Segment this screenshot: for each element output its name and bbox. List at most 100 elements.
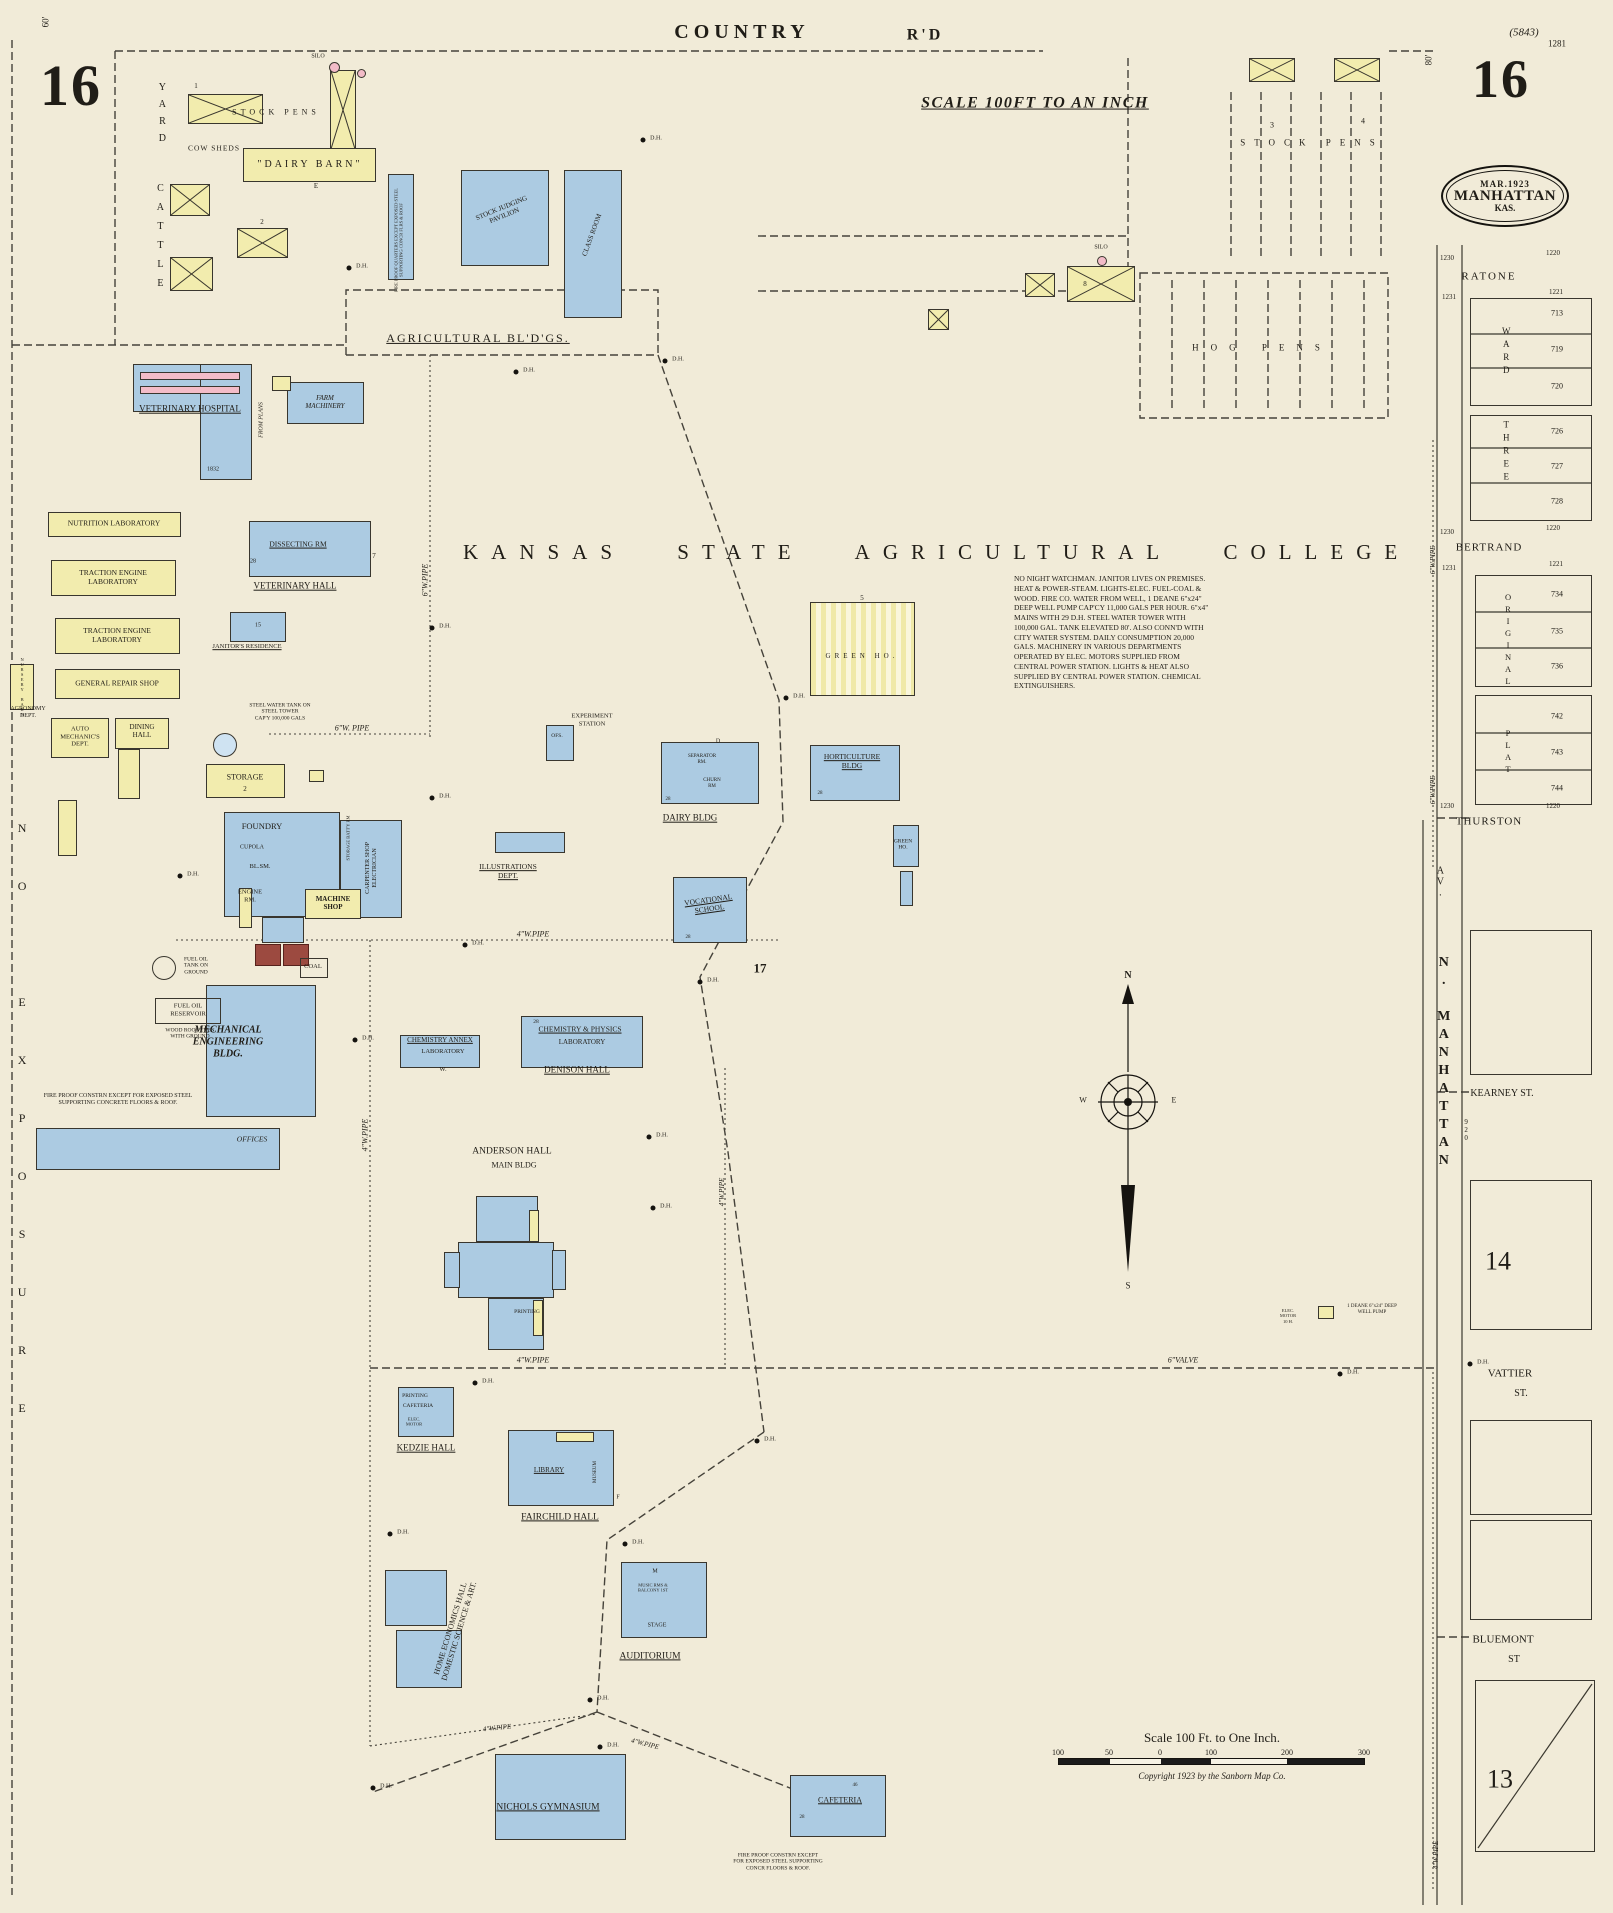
anderson-strip-2 (533, 1300, 543, 1336)
pipe-6w: 6"W. PIPE (334, 723, 370, 733)
farm-machinery-label: FARM MACHINERY (305, 393, 345, 410)
dh-label: D.H. (362, 1035, 374, 1042)
hog-silo (1097, 256, 1107, 266)
shed-2 (170, 184, 210, 216)
carpenter-shop-label: CARPENTER SHOP ELECTRICIAN (364, 842, 378, 894)
storage-battery: STORAGE BATT'Y RM (345, 815, 351, 861)
map-label: SEPARATOR RM. (687, 754, 717, 765)
cross-brace-icon (1068, 267, 1134, 301)
agri-fireproof-note: FIRE PROOF QUARTERS EXCEPT EXPOSED STEEL… (393, 187, 404, 293)
college-title: KANSAS STATE AGRICULTURAL COLLEGE (463, 540, 1411, 564)
map-label: 28 (665, 797, 671, 803)
map-label: 28 (799, 1815, 805, 1821)
farm-machinery (287, 382, 364, 424)
map-label: 4"W.PIPE (1431, 1840, 1440, 1870)
map-label: 28 (685, 935, 691, 941)
plate-number: (5843) (1509, 26, 1539, 39)
no-exposure: NO EXPOSURE (15, 821, 30, 1459)
general-repair-shop-label: GENERAL REPAIR SHOP (75, 678, 159, 688)
dh-label: D.H. (397, 1529, 409, 1536)
street-vattier: VATTIER (1487, 1367, 1533, 1380)
stock-pens-left: STOCK PENS (232, 107, 320, 117)
map-label: CAFETERIA (402, 1402, 434, 1409)
library-label: LIBRARY (533, 1465, 565, 1474)
map-label: 1 (194, 81, 198, 90)
dh-label: D.H. (439, 623, 451, 630)
chemistry-physics-lab (521, 1016, 643, 1068)
hydrant-dot (587, 1697, 593, 1703)
scale-segment (1059, 1759, 1110, 1764)
dim-60: 60' (40, 16, 51, 28)
dairy-bldg (661, 742, 759, 804)
scale-tick: 50 (1105, 1748, 1113, 1757)
dairy-bldg-label: DAIRY BLDG (662, 812, 718, 823)
cafeteria-note: FIRE PROOF CONSTRN EXCEPT FOR EXPOSED ST… (733, 1852, 823, 1872)
museum-label: MUSEUM (593, 1461, 599, 1483)
dh-label: D.H. (660, 1203, 672, 1210)
horticulture-bldg (810, 745, 900, 801)
map-label: ST (1508, 1654, 1520, 1666)
dining-hall-annex (118, 749, 140, 799)
street-bluemont: BLUEMONT (1472, 1633, 1534, 1646)
agri-class-room (564, 170, 622, 318)
hydrant-dot (472, 1380, 478, 1386)
green-ho-2 (900, 871, 913, 906)
horticulture-label: HORTICULTURE BLDG (823, 752, 881, 770)
hog-shed-2 (928, 309, 949, 330)
cross-brace-icon (1335, 59, 1379, 81)
offices-row (36, 1128, 280, 1170)
hydrant-dot (640, 137, 646, 143)
hydrant-dot (513, 369, 519, 375)
plat-label-2: PLAT (1503, 728, 1514, 776)
avenue-name: N. MANHATTAN (1436, 955, 1452, 1171)
water-tank (213, 733, 237, 757)
map-label: F (616, 1494, 620, 1501)
experiment-station-label: EXPERIMENT STATION (571, 712, 613, 727)
home-economics-s (396, 1630, 462, 1688)
hydrant-dot (646, 1134, 652, 1140)
chemistry-physics-label: CHEMISTRY & PHYSICS (538, 1024, 622, 1034)
dh-label: D.H. (187, 871, 199, 878)
silo-label: SILO (311, 53, 325, 60)
dh-label: D.H. (650, 135, 662, 142)
fuel-oil-reservoir: FUEL OIL RESERVOIR (170, 1002, 206, 1017)
hog-pens: HOG PENS (1192, 342, 1332, 353)
shed-3 (237, 228, 288, 258)
compass-rose (1098, 984, 1158, 1272)
cross-brace-icon (238, 229, 287, 257)
map-label: 4"W.PIPE (360, 1118, 370, 1152)
map-label: 6"W.PIPE (1428, 545, 1437, 575)
scale-tick: 300 (1358, 1748, 1370, 1757)
scale-segment (1109, 1759, 1161, 1764)
compass-w: W (1079, 1095, 1087, 1105)
anderson-center (458, 1242, 554, 1298)
well-pump-note: 1 DEANE 6"x24" DEEP WELL PUMP (1347, 1304, 1397, 1315)
cross-brace-icon (1250, 59, 1294, 81)
map-label: 1221 (1549, 559, 1563, 568)
dh-label: D.H. (380, 1783, 392, 1790)
sheet-number-right: 16 (1472, 49, 1530, 109)
map-label: 713 (1551, 308, 1563, 318)
hydrant-dot (697, 979, 703, 985)
auto-mechanics-label: AUTO MECHANIC'S DEPT. (60, 725, 100, 748)
transformer-2 (283, 944, 309, 966)
traction-lab-label-2: TRACTION ENGINE LABORATORY (83, 626, 151, 644)
hydrant-dot (1467, 1361, 1473, 1367)
illustrations-dept (495, 832, 565, 853)
street-thurston: THURSTON (1455, 815, 1523, 828)
hydrant-dot (429, 625, 435, 631)
nutrition-laboratory (48, 512, 181, 537)
hog-shed-1 (1025, 273, 1055, 297)
dh-label: D.H. (672, 356, 684, 363)
cross-brace-icon (171, 258, 212, 290)
map-label: 719 (1551, 344, 1563, 354)
street-ratone: RATONE (1461, 270, 1517, 283)
anderson-north (476, 1196, 538, 1242)
cow-shed-1 (188, 94, 263, 124)
machine-shop-bldg (305, 889, 361, 919)
janitors-residence (230, 612, 286, 642)
anderson-strip-1 (529, 1210, 539, 1242)
street-lines (1422, 245, 1593, 1905)
